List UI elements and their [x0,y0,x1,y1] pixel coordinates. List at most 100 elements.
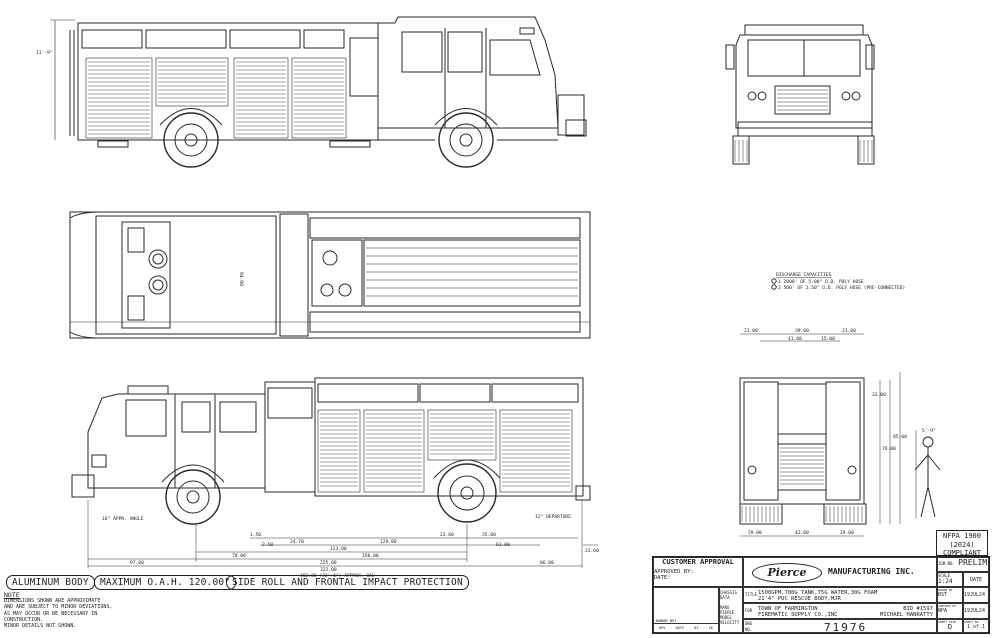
dim-rear-mid-2: 15.00 [821,336,835,342]
for-line-2: FIREMATIC SUPPLY CO.,INC [758,612,838,618]
dim-b1-3: 129.00 [380,539,397,545]
chassis-label: CHASSIS DATA [720,590,737,600]
title-line-2: 21'4" PUC RESCUE BODY,MJR [758,596,841,602]
drawn-by-value: BST [938,592,948,598]
dim-person: 5'-9" [922,428,936,434]
note-line: DIMENSIONS SHOWN ARE APPROXIMATE [4,598,101,605]
aluminum-body-label: ALUMINUM BODY [6,575,95,590]
nfpa-compliance-box: NFPA 1900 (2024) COMPLIANT [936,530,988,557]
drawn-by-label: DRAWN BY [938,588,953,592]
job-no-cell: JOB NO. PRELIM [937,557,989,572]
pierce-logo: Pierce [752,563,822,583]
dim-rear-top-2: 39.00 [795,328,809,334]
note-line: AND ARE SUBJECT TO MINOR DEVIATIONS, [4,604,113,611]
sheet-no-cell: SHEET NO. 1 of 1 [963,619,989,633]
note-line: AS MAY OCCUR OR BE NECESSARY IN [4,610,98,617]
scale-cell: SCALE 1:24 [937,572,963,587]
brand-cell: Pierce MANUFACTURING INC. [743,557,937,587]
revision-header-row: REV DATE BY CK [654,623,718,632]
rev-header: CK [708,626,713,630]
dim-b2-1: 2.50 [262,542,273,548]
bid-number: BID #1597 [903,606,933,612]
drawn-date: 19JUL24 [963,587,989,603]
dim-b2-2: 123.00 [330,546,347,552]
dim-angle-front: 16" APPR. ANGLE [102,516,144,522]
dim-b1-5: 35.00 [482,532,496,538]
customer-approval-cell: CUSTOMER APPROVAL APPROVED BY: DATE: [653,557,743,587]
dim-ground: 22.60 [585,548,599,554]
dim-plan-width: 94.00 [238,272,244,286]
rev-entry: DWNGM BST [656,618,677,623]
chassis-cell: CHASSIS DATA MAKE PIERCE MODEL VELOCITY [719,587,743,633]
dim-b4-2: 86.00 [540,560,554,566]
checked-by-cell: CHECKED BY NPA [937,603,963,619]
rev-mark: DWNGM [656,618,668,623]
customer-approval-title: CUSTOMER APPROVAL [662,558,734,566]
rear-view [739,333,941,537]
discharge-line-2: 2 500' OF 2.50" O.D. POLY HOSE (PRE-CONN… [778,285,905,291]
dim-rear-bottom-1: 29.00 [748,530,762,536]
dim-b4-1: 225.00 [320,560,337,566]
dim-rear-top-1: 21.00 [744,328,758,334]
drawing-number: 71976 [824,621,868,633]
drawn-by-cell: DRAWN BY BST [937,587,963,603]
make-value: PIERCE [720,610,735,615]
title-cell: TITLE 1500GPM,780G TANK,75G WATER,30G FO… [743,587,937,603]
discharge-line-1: 1 2000' OF 5.00" O.D. POLY HOSE [778,279,864,285]
driver-side-elevation [50,16,587,168]
sheet-size-cell: SHEET SIZE D [937,619,963,633]
dim-b1-2: 24.70 [290,539,304,545]
sheet-size-value: D [947,623,953,631]
nfpa-line-1: NFPA 1900 [943,532,981,540]
date-header: DATE [963,572,989,587]
rev-header: REV [659,626,666,630]
rev-header: BY [694,626,699,630]
title-block: CUSTOMER APPROVAL APPROVED BY: DATE: Pie… [652,556,990,634]
dim-rear-bottom-3: 29.00 [840,530,854,536]
notes-heading: NOTE [4,591,20,599]
sheet-size-label: SHEET SIZE [938,620,957,624]
nfpa-line-2: (2024) [949,540,975,549]
checked-date: 19JUL24 [963,603,989,619]
note-line: CONSTRUCTION. [4,616,44,623]
front-view [725,24,875,165]
dim-overall-2: 322.00 [320,567,337,573]
dim-b2-3: 61.00 [496,542,510,548]
rev-by: BST [669,618,677,623]
for-label: FOR [745,608,753,613]
dim-rear-right-2: 76.00 [882,446,896,452]
for-cell: FOR TOWN OF FARMINGTON FIREMATIC SUPPLY … [743,603,937,619]
revision-table: REV DATE BY CK DWNGM BST [653,587,719,633]
dwg-no-label: NO. [745,627,753,632]
salesperson: MICHAEL HANRATTY [880,612,933,618]
for-line-1: TOWN OF FARMINGTON [758,606,818,612]
checked-by-value: NPA [938,608,948,614]
max-oah-label: MAXIMUM O.A.H. 120.00" [94,575,237,590]
approved-by-label: APPROVED BY: [654,569,694,575]
model-label: MODEL [720,615,733,620]
note-line: MINOR DETAILS NOT SHOWN. [4,623,77,630]
sheet-no-value: 1 of 1 [966,624,986,630]
job-no-value: PRELIM [958,558,988,567]
checked-by-label: CHECKED BY [938,604,957,608]
dim-b3-2: 150.00 [362,553,379,559]
officer-side-elevation [71,377,598,568]
dwg-cell: DWG NO. 71976 [743,619,937,633]
title-line-1: 1500GPM,780G TANK,75G WATER,30G FOAM [758,590,878,596]
dim-rear-bottom-2: 42.00 [795,530,809,536]
sheet-no-label: SHEET NO. [964,620,981,624]
model-value: VELOCITY [720,620,740,625]
discharge-legend [771,278,777,290]
title-label: TITLE [745,592,758,597]
dim-rear-right-1: 33.00 [872,392,886,398]
dim-overall-note: 402.00 (33'-6") APPROX. OAL [300,573,375,579]
dim-rear-mid-1: 41.00 [788,336,802,342]
impact-protection-label: SIDE ROLL AND FRONTAL IMPACT PROTECTION [226,575,469,590]
notes-block: NOTE DIMENSIONS SHOWN ARE APPROXIMATE AN… [4,592,194,629]
nfpa-line-3: COMPLIANT [943,549,981,557]
make-label: MAKE [720,605,730,610]
manufacturer-name: MANUFACTURING INC. [828,567,915,576]
dim-overall-1: 97.00 [130,560,144,566]
